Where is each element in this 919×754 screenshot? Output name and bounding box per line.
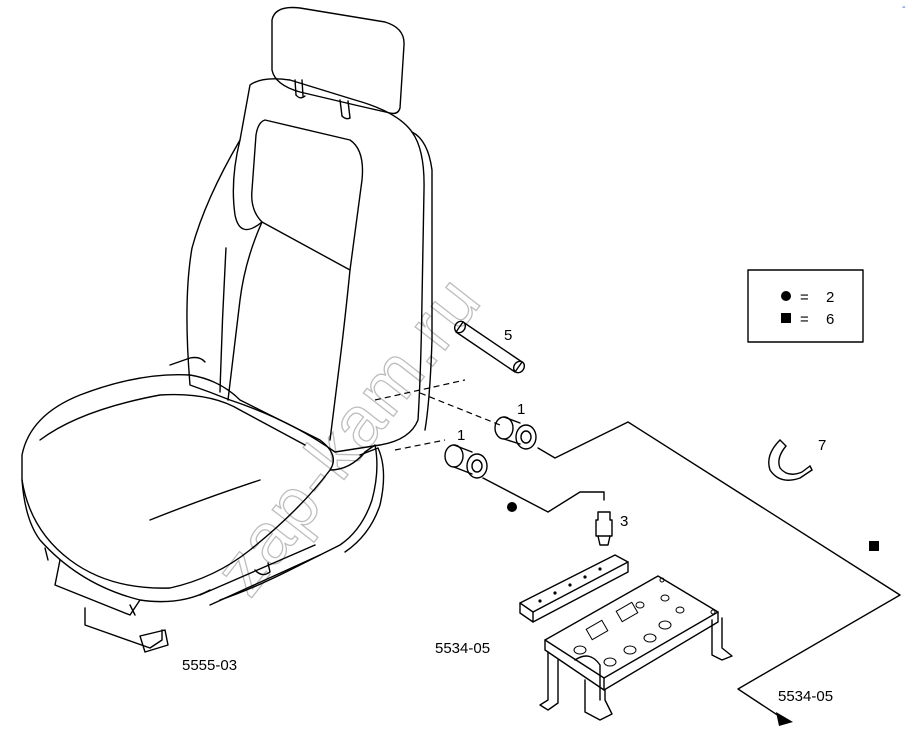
part-code-bracket: 5534-05 bbox=[435, 640, 490, 657]
legend-square-value: 6 bbox=[826, 311, 834, 328]
square-marker-icon bbox=[869, 541, 879, 551]
part-1-bushing-upper bbox=[494, 416, 537, 450]
corner-mark: - bbox=[902, 1, 906, 13]
legend-circle-icon bbox=[781, 291, 791, 301]
leader-dashed-lower bbox=[394, 439, 446, 451]
part-1-bushing-lower bbox=[444, 444, 488, 479]
callout-5: 5 bbox=[504, 327, 512, 344]
callout-1-lower: 1 bbox=[457, 427, 465, 444]
leader-square-group bbox=[537, 421, 901, 721]
legend-square-equals: = bbox=[800, 311, 809, 328]
leader-arrowhead bbox=[776, 712, 793, 726]
callout-1-upper: 1 bbox=[517, 401, 525, 418]
watermark: zap-kam.ru bbox=[200, 261, 497, 610]
leader-dashed-mid bbox=[419, 392, 501, 426]
legend-circle-equals: = bbox=[800, 289, 809, 306]
seat-illustration bbox=[21, 6, 433, 653]
legend-circle-value: 2 bbox=[826, 289, 834, 306]
part-5-pin bbox=[453, 320, 526, 374]
circle-marker-icon bbox=[507, 502, 517, 512]
leader-dashed-upper bbox=[374, 379, 466, 401]
legend-square-icon bbox=[781, 313, 791, 323]
part-code-reference: 5534-05 bbox=[778, 688, 833, 705]
part-code-seat: 5555-03 bbox=[182, 657, 237, 674]
leader-circle-group bbox=[482, 477, 605, 513]
bracket-assembly bbox=[519, 554, 733, 721]
part-7-clip bbox=[768, 439, 813, 481]
callout-7: 7 bbox=[818, 437, 826, 454]
callout-3: 3 bbox=[620, 513, 628, 530]
legend-box: = 2 = 6 bbox=[747, 269, 864, 343]
part-3-bolt bbox=[595, 511, 613, 546]
